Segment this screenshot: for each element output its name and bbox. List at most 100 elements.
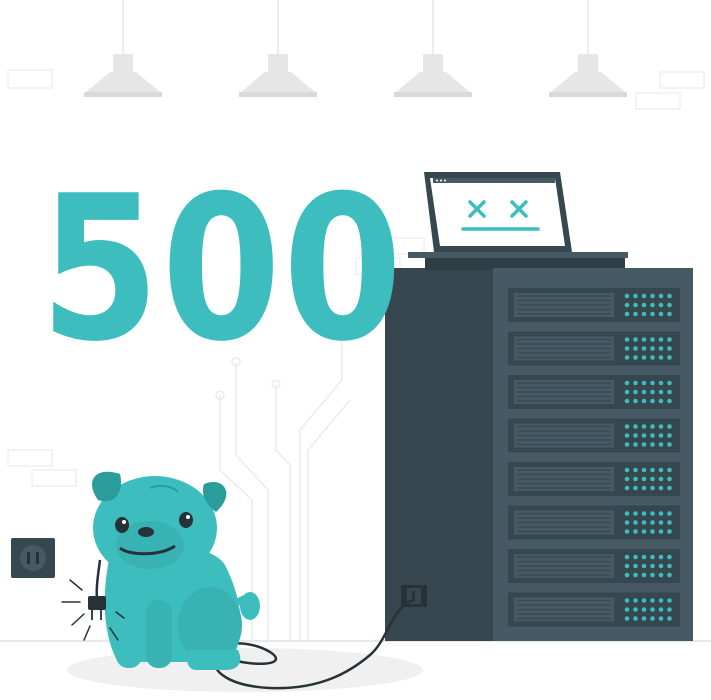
ceiling-lamps [84, 0, 627, 97]
status-led [658, 398, 664, 404]
status-led [641, 293, 647, 299]
status-led [667, 563, 672, 569]
status-led [633, 520, 638, 525]
status-led [658, 355, 664, 360]
status-led [667, 529, 672, 534]
status-led [633, 293, 638, 299]
status-led [641, 563, 647, 569]
status-led [667, 476, 672, 482]
status-led [650, 389, 655, 395]
status-led [641, 598, 647, 603]
status-led [633, 346, 638, 351]
status-led [624, 380, 630, 386]
status-led [624, 511, 630, 516]
status-led [650, 346, 655, 351]
status-led [624, 389, 630, 395]
power-outlet-icon [11, 538, 55, 578]
status-led [624, 607, 630, 612]
plug-icon [88, 559, 106, 620]
ceiling-lamp-icon [394, 0, 472, 97]
ceiling-lamp-icon [549, 0, 627, 97]
status-led [641, 433, 647, 438]
status-led [641, 616, 647, 621]
status-led [650, 398, 655, 404]
status-led [624, 293, 630, 299]
status-led [624, 442, 630, 447]
status-led [641, 424, 647, 429]
status-led [650, 311, 655, 317]
status-led [624, 467, 630, 473]
status-led [658, 520, 664, 525]
status-led [667, 398, 672, 404]
status-led [658, 311, 664, 317]
status-led [633, 529, 638, 534]
status-led [633, 337, 638, 342]
status-led [667, 554, 672, 560]
laptop [408, 172, 628, 258]
status-led [633, 554, 638, 560]
status-led [641, 607, 647, 612]
status-led [633, 572, 638, 578]
status-led [633, 442, 638, 447]
status-led [650, 476, 655, 482]
status-led [624, 311, 630, 317]
status-led [624, 398, 630, 404]
status-led [658, 598, 664, 603]
status-led [667, 572, 672, 578]
status-led [633, 302, 638, 308]
status-led [658, 442, 664, 447]
status-led [641, 398, 647, 404]
status-led [641, 380, 647, 386]
rack-unit [508, 418, 680, 453]
rack-unit [508, 288, 680, 322]
status-led [658, 302, 664, 308]
status-led [650, 467, 655, 473]
status-led [624, 485, 630, 491]
status-led [658, 433, 664, 438]
status-led [641, 355, 647, 360]
status-led [650, 616, 655, 621]
status-led [658, 511, 664, 516]
spark-lines [61, 579, 125, 641]
status-led [633, 398, 638, 404]
status-led [641, 485, 647, 491]
status-led [667, 616, 672, 621]
status-led [650, 607, 655, 612]
status-led [641, 311, 647, 317]
ceiling-lamp-icon [84, 0, 162, 97]
status-led [667, 598, 672, 603]
status-led [633, 380, 638, 386]
status-led [624, 346, 630, 351]
status-led [667, 424, 672, 429]
status-led [667, 467, 672, 473]
status-led [633, 467, 638, 473]
status-led [650, 293, 655, 299]
status-led [624, 433, 630, 438]
status-led [641, 511, 647, 516]
status-led [633, 311, 638, 317]
status-led [641, 529, 647, 534]
rack-unit [508, 331, 680, 366]
status-led [667, 302, 672, 308]
status-led [658, 616, 664, 621]
status-led [658, 563, 664, 569]
status-led [658, 485, 664, 491]
status-led [624, 598, 630, 603]
status-led [650, 442, 655, 447]
error-code-text: 500 [40, 153, 405, 386]
status-led [650, 380, 655, 386]
ceiling-lamp-icon [239, 0, 317, 97]
status-led [667, 380, 672, 386]
status-led [658, 346, 664, 351]
status-led [658, 572, 664, 578]
status-led [624, 302, 630, 308]
status-led [667, 520, 672, 525]
rack-unit [508, 549, 680, 583]
status-led [650, 511, 655, 516]
status-led [624, 529, 630, 534]
status-led [633, 485, 638, 491]
status-led [624, 563, 630, 569]
status-led [633, 424, 638, 429]
status-led [624, 616, 630, 621]
